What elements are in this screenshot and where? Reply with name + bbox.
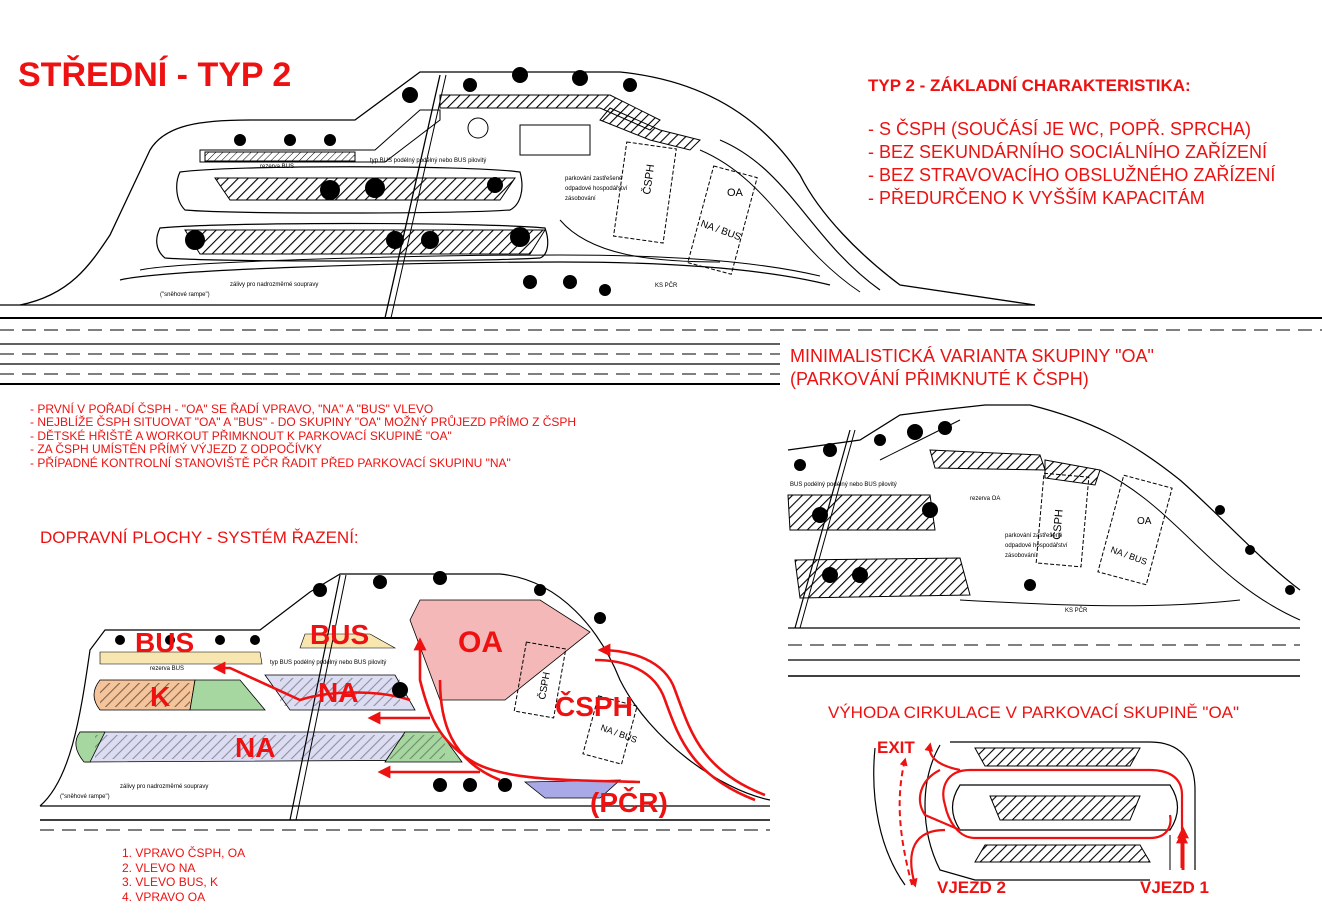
- rule-item: - ZA ČSPH UMÍSTĚN PŘÍMÝ VÝJEZD Z ODPOČÍV…: [30, 442, 323, 457]
- rules-list: - PRVNÍ V POŘADÍ ČSPH - "OA" SE ŘADÍ VPR…: [30, 402, 577, 470]
- plan2-na-bus: NA / BUS: [599, 722, 638, 744]
- rule-item: - PRVNÍ V POŘADÍ ČSPH - "OA" SE ŘADÍ VPR…: [30, 402, 434, 416]
- minimal-title-line: (PARKOVÁNÍ PŘIMKNUTÉ K ČSPH): [790, 369, 1089, 389]
- rule-item: - NEJBLÍŽE ČSPH SITUOVAT "OA" A "BUS" - …: [30, 415, 577, 430]
- order-item: 3. VLEVO BUS, K: [122, 875, 219, 889]
- plan1-ks-pcr: KS PČR: [655, 282, 678, 289]
- characteristics-item: - PŘEDURČENO K VYŠŠÍM KAPACITÁM: [868, 188, 1205, 208]
- order-item: 4. VPRAVO OA: [122, 889, 206, 904]
- plan1-na-bus-label: NA / BUS: [699, 218, 743, 243]
- plan3-csph: ČSPH: [1050, 509, 1066, 541]
- traffic-areas-title: DOPRAVNÍ PLOCHY - SYSTÉM ŘAZENÍ:: [40, 528, 359, 547]
- zone-label-bus-right: BUS: [310, 619, 369, 650]
- plan1-snehove: ("sněhové rampe"): [160, 292, 210, 298]
- characteristics-item: - BEZ SEKUNDÁRNÍHO SOCIÁLNÍHO ZAŘÍZENÍ: [868, 142, 1268, 162]
- traffic-zones-plan: ČSPH NA / BUS rezerva BUS typ BUS podéln…: [39, 571, 771, 831]
- plan3-na-bus: NA / BUS: [1109, 544, 1148, 566]
- plan2-typ-bus: typ BUS podélný podélný nebo BUS pilovit…: [270, 660, 386, 666]
- plan3-ks-pcr: KS PČR: [1065, 607, 1088, 614]
- plan1-parkovani: parkování zastřešené: [565, 176, 623, 182]
- plan2-rezerva-bus: rezerva BUS: [150, 666, 184, 672]
- vjezd2-label: VJEZD 2: [937, 878, 1006, 897]
- minimal-title-line: MINIMALISTICKÁ VARIANTA SKUPINY "OA": [790, 346, 1154, 366]
- zone-label-na-upper: NA: [318, 677, 358, 708]
- order-list: 1. VPRAVO ČSPH, OA 2. VLEVO NA 3. VLEVO …: [122, 846, 245, 904]
- order-item: 1. VPRAVO ČSPH, OA: [122, 846, 246, 860]
- plan1-typ-bus: typ BUS podélný podélný nebo BUS pilovit…: [370, 158, 486, 164]
- plan1-zalivy: zálivy pro nadrozměrné soupravy: [230, 282, 318, 288]
- zone-label-k: K: [150, 681, 170, 712]
- zone-label-oa: OA: [458, 626, 503, 659]
- zone-bus-left: [99, 651, 263, 665]
- plan1-zasobovani: zásobování: [565, 196, 596, 202]
- zone-oa: [409, 599, 591, 701]
- plan3-bus-pilovity: BUS podélný podélný nebo BUS pilovitý: [790, 482, 897, 488]
- plan1-csph-label: ČSPH: [640, 163, 657, 195]
- characteristics-item: - BEZ STRAVOVACÍHO OBSLUŽNÉHO ZAŘÍZENÍ: [868, 165, 1276, 185]
- zone-bus-right: [299, 633, 397, 649]
- rule-item: - DĚTSKÉ HŘIŠTĚ A WORKOUT PŘIMKNOUT K PA…: [30, 428, 452, 443]
- circulation-title: VÝHODA CIRKULACE V PARKOVACÍ SKUPINĚ "OA…: [828, 703, 1240, 722]
- plan3-odpad: odpadové hospodářství: [1005, 543, 1068, 549]
- plan1-odpad: odpadové hospodářství: [565, 186, 628, 192]
- zone-label-pcr: (PČR): [590, 786, 668, 818]
- characteristics-heading: TYP 2 - ZÁKLADNÍ CHARAKTERISTIKA:: [868, 76, 1191, 95]
- plan1-oa-label: OA: [727, 187, 744, 199]
- main-site-plan: ČSPH OA NA / BUS rezerva BUS typ BUS pod…: [0, 67, 1322, 385]
- zone-green-1: [189, 679, 266, 711]
- plan3-zasobovani: zásobování: [1005, 553, 1036, 559]
- page-title: STŘEDNÍ - TYP 2: [18, 56, 292, 94]
- circulation-diagram: EXIT VJEZD 1 VJEZD 2: [873, 738, 1209, 897]
- plan2-snehove: ("sněhové rampe"): [60, 794, 110, 800]
- plan3-oa: OA: [1137, 516, 1152, 527]
- plan3-parkovani: parkování zastřešené: [1005, 533, 1063, 539]
- plan1-trees: [185, 67, 637, 296]
- vjezd1-label: VJEZD 1: [1140, 878, 1209, 897]
- zone-label-bus-left: BUS: [135, 627, 194, 658]
- order-item: 2. VLEVO NA: [122, 860, 196, 875]
- characteristics-item: - S ČSPH (SOUČÁSÍ JE WC, POPŘ. SPRCHA): [868, 119, 1252, 139]
- plan1-rezerva-bus: rezerva BUS: [260, 164, 294, 170]
- exit-label: EXIT: [877, 738, 915, 757]
- plan2-csph-small: ČSPH: [535, 671, 553, 701]
- rule-item: - PŘÍPADNÉ KONTROLNÍ STANOVIŠTĚ PČR ŘADI…: [30, 455, 511, 470]
- plan2-zalivy: zálivy pro nadrozměrné soupravy: [120, 784, 208, 790]
- plan3-rezerva-oa: rezerva OA: [970, 496, 1000, 502]
- zone-label-csph: ČSPH: [555, 690, 633, 722]
- characteristics-list: - S ČSPH (SOUČÁSÍ JE WC, POPŘ. SPRCHA) -…: [868, 118, 1275, 210]
- minimal-variant-title: MINIMALISTICKÁ VARIANTA SKUPINY "OA" (PA…: [790, 345, 1154, 391]
- minimal-variant-plan: ČSPH OA NA / BUS BUS podélný podélný neb…: [787, 404, 1301, 677]
- zone-label-na-lower: NA: [235, 732, 275, 763]
